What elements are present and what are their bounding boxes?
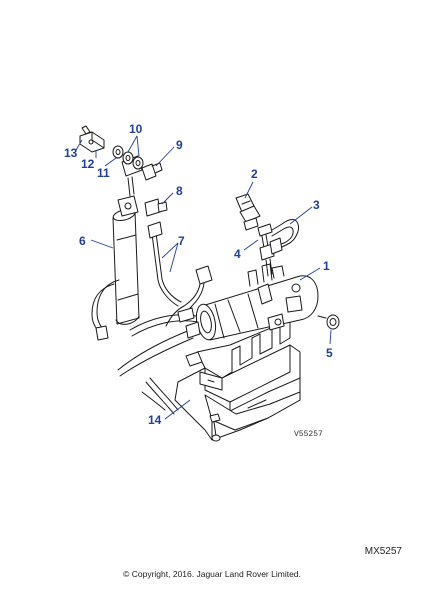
callout-10: 10 xyxy=(129,122,143,136)
callout-9: 9 xyxy=(176,138,183,152)
diagram-reference: V55257 xyxy=(294,430,323,439)
mounting-clip xyxy=(79,125,105,153)
elbow-fitting xyxy=(144,198,168,217)
leader-lines xyxy=(75,135,332,420)
callout-3: 3 xyxy=(313,198,320,212)
callout-6: 6 xyxy=(79,234,86,248)
callout-8: 8 xyxy=(176,184,183,198)
return-hose xyxy=(91,221,182,341)
callout-7: 7 xyxy=(178,234,185,248)
callout-14: 14 xyxy=(148,413,162,427)
illustration-code: MX5257 xyxy=(364,546,402,557)
callout-1: 1 xyxy=(323,259,330,273)
callout-11: 11 xyxy=(97,166,110,180)
callout-labels: 1 2 3 4 5 6 7 8 9 10 11 12 13 14 xyxy=(64,122,333,427)
mounting-bracket xyxy=(174,319,301,441)
callout-5: 5 xyxy=(326,346,333,360)
bracket-bolt xyxy=(209,413,221,442)
callout-4: 4 xyxy=(234,247,241,261)
bolt xyxy=(141,162,163,181)
callout-13: 13 xyxy=(64,146,78,160)
hydraulic-pipe xyxy=(269,219,299,255)
callout-12: 12 xyxy=(81,157,95,171)
pressure-switch xyxy=(235,193,261,231)
callout-2: 2 xyxy=(251,167,258,181)
electrical-connector xyxy=(165,265,213,327)
banjo-bolt xyxy=(317,314,340,330)
copyright-notice: © Copyright, 2016. Jaguar Land Rover Lim… xyxy=(123,569,301,579)
wiring-harness xyxy=(117,314,203,415)
accumulator-cylinder xyxy=(112,155,143,325)
pump-motor xyxy=(177,263,319,341)
